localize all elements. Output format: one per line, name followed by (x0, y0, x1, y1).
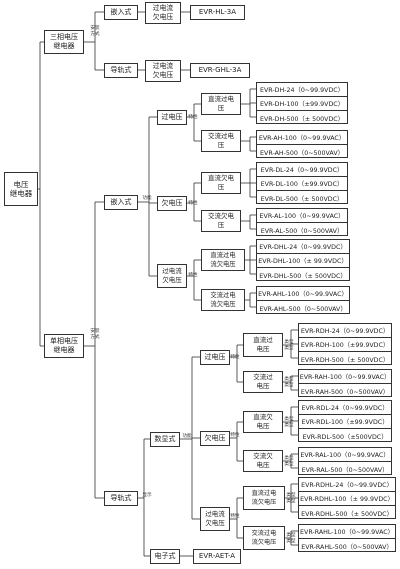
display-note: 显示 (142, 493, 152, 498)
sep-note-2: 类型 类型 (284, 377, 294, 388)
ac-under-voltage: 交流欠电 压 (201, 210, 241, 232)
model-row: EVR-RAH-100（0~99.9VAC） (299, 370, 391, 384)
model-row: EVR-RDH-24（0~99.9VDC） (299, 324, 391, 338)
model-row: EVR-RDL-500（±500VDC） (302, 433, 388, 441)
r-over-voltage-cat: 过电压 (200, 350, 230, 365)
ghl-model: EVR-GHL-3A (190, 63, 250, 78)
al-models: EVR-AL-100（0~99.9VAC） EVR-AL-500（0~500VAV… (256, 208, 348, 236)
dh-models: EVR-DH-24（0~99.9VDC）EVR-DH-100（±99.9VDC）… (256, 82, 348, 124)
model-row: EVR-DHL-500（± 500VDC） (259, 272, 347, 280)
ahl-models: EVR-AHL-100（0~99.9VAC） EVR-AHL-500（0~500V… (256, 286, 350, 314)
model-row: EVR-DHL-100（± 99.9VDC） (257, 254, 349, 268)
hl-model: EVR-HL-3A (190, 5, 245, 20)
model-row: EVR-RAH-500（0~500VAV） (300, 388, 390, 396)
hl-category: 过电流 欠电压 (145, 2, 181, 24)
char-note-6: 特性 (230, 514, 240, 519)
model-row: EVR-RDHL-24（0~99.9VDC） (299, 478, 395, 492)
model-row: EVR-DH-100（±99.9VDC） (257, 97, 347, 111)
model-row: EVR-RDH-500（± 500VDC） (300, 356, 390, 364)
model-row: EVR-DH-24（0~99.9VDC） (257, 83, 347, 97)
rdhl-models: EVR-RDHL-24（0~99.9VDC）EVR-RDHL-100（± 99.… (298, 477, 396, 519)
function-note-1: 功能 (142, 196, 152, 201)
r-dc-over-current-under-voltage: 直流过电 流欠电压 (243, 486, 285, 510)
dl-models: EVR-DL-24（0~99.9VDC）EVR-DL-100（±99.9VDC）… (256, 162, 348, 204)
under-voltage-cat: 欠电压 (157, 196, 187, 211)
dhl-models: EVR-DHL-24（0~99.9VDC）EVR-DHL-100（± 99.9V… (256, 239, 350, 281)
model-row: EVR-RDH-100（±99.9VDC） (299, 338, 391, 352)
function-note-2: 功能 (182, 434, 192, 439)
model-row: EVR-AL-100（0~99.9VAC） (257, 209, 347, 223)
dc-over-voltage: 直流过电 压 (201, 93, 241, 115)
rail-mount-1ph: 导轨式 (104, 491, 138, 506)
sep-note-1: 类型 类型 (284, 340, 294, 351)
rahl-models: EVR-RAHL-100（0~99.9VAC） EVR-RAHL-500（0~50… (298, 524, 396, 552)
rdh-models: EVR-RDH-24（0~99.9VDC）EVR-RDH-100（±99.9VD… (298, 323, 392, 365)
model-row: EVR-RDHL-100（± 99.9VDC） (299, 492, 395, 506)
rdl-models: EVR-RDL-24（0~99.9VDC）EVR-RDL-100（±99.9VD… (298, 400, 392, 442)
ral-models: EVR-RAL-100（0~99.9VAC） EVR-RAL-500（0~500V… (298, 447, 392, 475)
model-row: EVR-DL-100（±99.9VDC） (257, 177, 347, 191)
model-row: EVR-RDL-24（0~99.9VDC） (299, 401, 391, 415)
char-note-2: 特性 (188, 201, 198, 206)
rail-mount-3ph: 导轨式 (104, 63, 138, 78)
char-note-5: 特性 (230, 433, 240, 438)
install-note-1ph: 安装 方式 (90, 329, 100, 340)
model-row: EVR-DH-500（± 500VDC） (260, 115, 344, 123)
model-row: EVR-AHL-100（0~99.9VAC） (257, 287, 349, 301)
over-voltage-cat: 过电压 (157, 110, 187, 125)
char-note-1: 特性 (188, 115, 198, 120)
model-row: EVR-DL-24（0~99.9VDC） (257, 163, 347, 177)
digital-type: 数显式 (150, 432, 180, 447)
model-row: EVR-DHL-24（0~99.9VDC） (257, 240, 349, 254)
electronic-type: 电子式 (150, 549, 180, 564)
model-row: EVR-AHL-500（0~500VAV） (259, 305, 347, 313)
r-ac-under-voltage: 交流欠 电压 (243, 450, 283, 472)
model-row: EVR-AH-100（0~99.9VAC） (257, 131, 347, 145)
ah-models: EVR-AH-100（0~99.9VAC） EVR-AH-500（0~500VAV… (256, 130, 348, 158)
sep-note-3: 类型 类型 (284, 417, 294, 428)
model-row: EVR-RAL-100（0~99.9VAC） (299, 448, 391, 462)
model-row: EVR-AL-500（0~500VAV） (260, 227, 344, 235)
ac-over-voltage: 交流过电 压 (201, 130, 241, 152)
ghl-category: 过电流 欠电压 (145, 60, 181, 82)
root-voltage-relay: 电压 继电器 (4, 172, 38, 206)
single-phase-relay: 单相电压 继电器 (44, 334, 84, 358)
model-row: EVR-AH-500（0~500VAV） (260, 149, 344, 157)
r-ac-over-voltage: 交流过 电压 (243, 371, 283, 393)
r-ac-over-current-under-voltage: 交流过电 流欠电压 (243, 526, 285, 550)
dc-over-current-under-voltage: 直流过电 流欠电压 (201, 249, 245, 271)
dc-under-voltage: 直流欠电 压 (201, 172, 241, 194)
embed-mount-1ph: 嵌入式 (104, 195, 138, 210)
model-row: EVR-RAHL-500（0~500VAV） (301, 543, 393, 551)
model-row: EVR-RDL-100（±99.9VDC） (299, 415, 391, 429)
model-row: EVR-DL-500（± 500VDC） (260, 195, 344, 203)
sep-note-4: 类型 类型 (284, 456, 294, 467)
char-note-4: 特性 (230, 355, 240, 360)
ac-over-current-under-voltage: 交流过电 流欠电压 (201, 289, 245, 311)
model-row: EVR-RAHL-100（0~99.9VAC） (299, 525, 395, 539)
r-dc-under-voltage: 直流欠 电压 (243, 411, 283, 433)
rah-models: EVR-RAH-100（0~99.9VAC） EVR-RAH-500（0~500V… (298, 369, 392, 397)
char-note-3: 特性 (188, 273, 198, 278)
r-dc-over-voltage: 直流过 电压 (243, 333, 283, 357)
embed-mount-3ph: 嵌入式 (104, 5, 138, 20)
install-note-3ph: 安装 方式 (90, 26, 100, 37)
model-row: EVR-RDHL-500（± 500VDC） (301, 510, 393, 518)
r-over-current-under-voltage-cat: 过电流 欠电压 (200, 507, 230, 531)
model-row: EVR-RAL-500（0~500VAV） (301, 466, 389, 474)
sep-note-5: 类型 类型 (286, 493, 296, 504)
r-under-voltage-cat: 欠电压 (200, 431, 230, 446)
aet-model: EVR-AET-A (193, 549, 241, 564)
three-phase-relay: 三相电压 继电器 (44, 30, 84, 54)
over-current-under-voltage-cat: 过电流 欠电压 (157, 264, 187, 288)
sep-note-6: 类型 类型 (286, 533, 296, 544)
